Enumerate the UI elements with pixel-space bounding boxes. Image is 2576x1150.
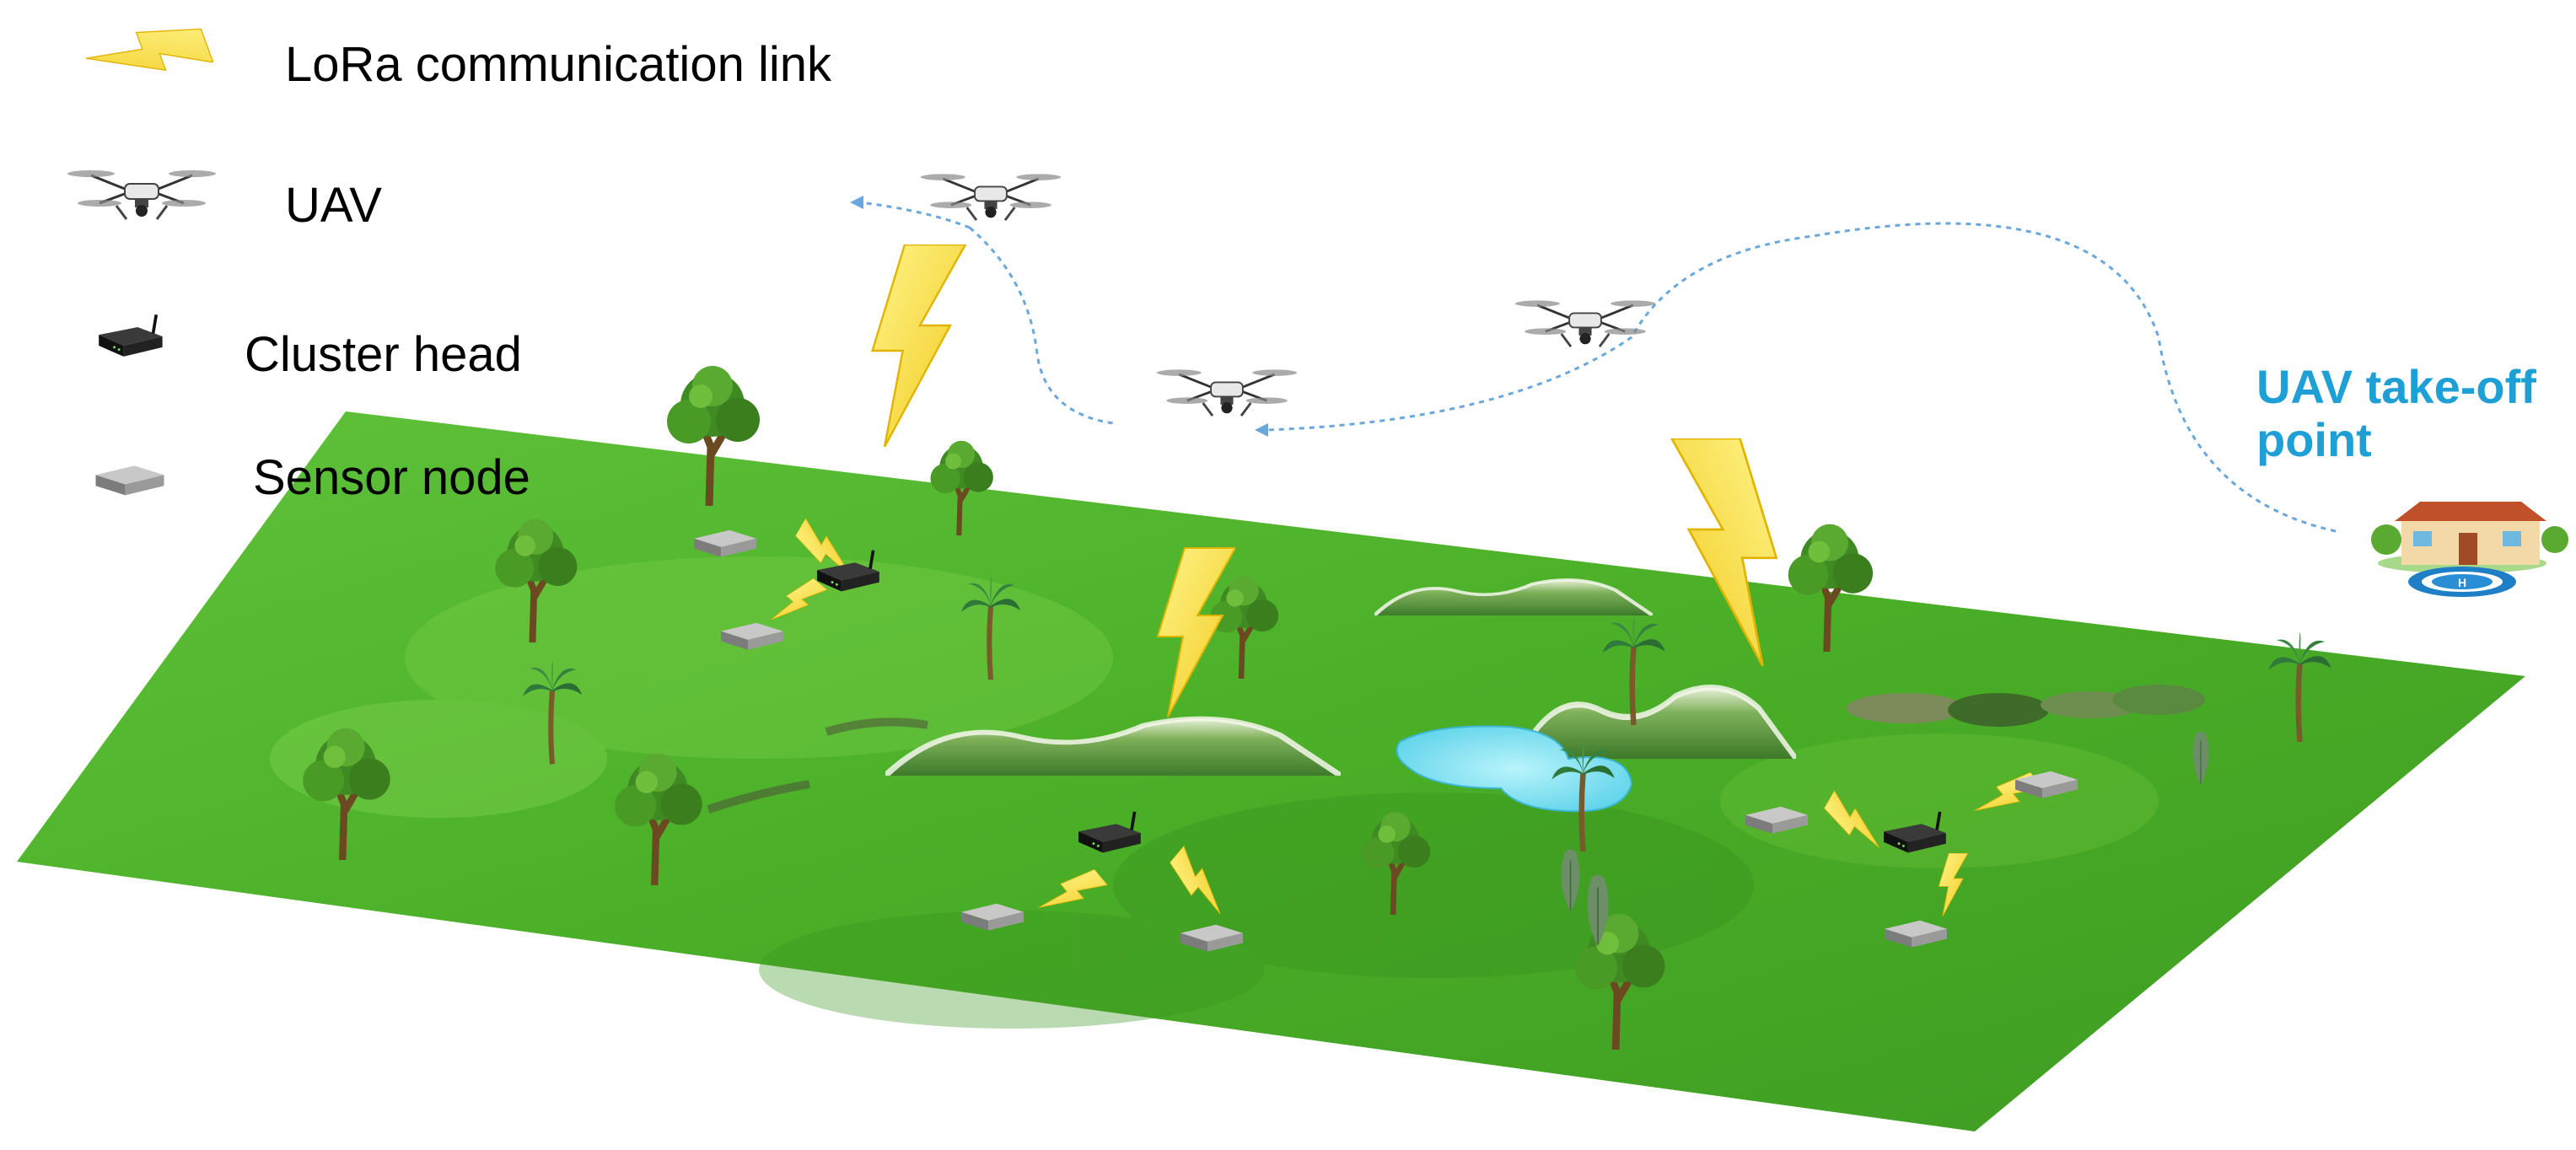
ditch: [707, 780, 810, 814]
flight-path: [1264, 222, 2337, 533]
ditch: [825, 717, 928, 736]
uav-icon: [1514, 298, 1657, 348]
hedge: [1847, 685, 2205, 727]
pond: [1396, 725, 1633, 813]
lightning-icon: [871, 245, 967, 447]
takeoff-label: UAV take-off point: [2256, 360, 2536, 466]
legend-label-lora-link: LoRa communication link: [285, 37, 831, 92]
uav-icon: [919, 172, 1062, 222]
arrowhead-icon: [850, 196, 863, 209]
house-icon: [2371, 502, 2568, 573]
uav-icon: [1155, 368, 1299, 417]
takeoff-label-line2: point: [2256, 412, 2372, 466]
sensor-node-icon: [95, 465, 164, 496]
helipad-icon: H: [2408, 567, 2516, 597]
svg-text:H: H: [2458, 576, 2466, 589]
takeoff-label-line1: UAV take-off: [2256, 360, 2536, 413]
legend-label-sensor-node: Sensor node: [253, 450, 530, 505]
uav-icon: [66, 169, 218, 221]
legend-label-cluster-head: Cluster head: [245, 327, 522, 382]
lightning-icon: [83, 10, 214, 104]
flight-path: [969, 226, 1114, 425]
cluster-head-icon: [97, 313, 164, 358]
legend-label-uav: UAV: [285, 178, 382, 233]
arrowhead-icon: [1255, 423, 1268, 437]
flight-path: [859, 201, 971, 229]
